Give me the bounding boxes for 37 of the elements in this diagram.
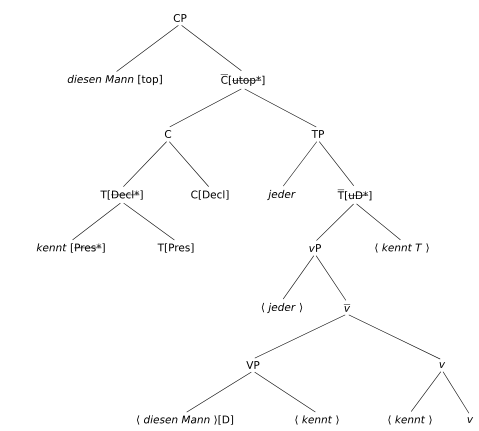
branch-line (169, 88, 242, 128)
branch-line (282, 141, 318, 186)
tree-label: C[Decl] (191, 190, 228, 200)
branch-line (316, 204, 354, 241)
branch-line (254, 314, 346, 358)
branch-line (181, 25, 242, 71)
branch-line (318, 141, 354, 186)
tree-label: VP (246, 361, 260, 369)
tree-label: ⟨ kennt ⟩ (295, 415, 339, 425)
tree-label: v (468, 417, 474, 423)
branch-line (123, 202, 175, 240)
branch-line (186, 372, 252, 412)
branch-line (348, 314, 440, 360)
tree-label: CP (174, 14, 186, 22)
tree-label: C (164, 130, 172, 138)
branch-line (244, 88, 317, 128)
tree-label: ⟨ kennt ⟩ (388, 415, 432, 425)
branch-line (72, 202, 121, 240)
tree-label: ⟨ kennt T ⟩ (375, 243, 429, 253)
branch-line (442, 371, 470, 414)
tree-label: v (344, 304, 350, 312)
tree-label: v (440, 362, 446, 368)
branch-line (116, 25, 179, 72)
branch-line (356, 204, 401, 240)
branch-line (169, 141, 209, 187)
tree-label: TP (312, 130, 324, 138)
tree-label: ⟨ jeder ⟩ (262, 302, 302, 314)
tree-label: T[Pres] (158, 243, 194, 253)
tree-label: jeder (267, 190, 296, 200)
branch-line (410, 371, 442, 412)
tree-label: ⟨ diesen Mann ⟩[D] (136, 415, 234, 425)
branch-line (254, 372, 316, 412)
branch-line (316, 255, 346, 301)
tree-label: diesen Mann [top] (68, 74, 162, 86)
tree-label: vP (309, 244, 321, 252)
branch-line (282, 255, 314, 300)
branch-line (123, 141, 167, 187)
